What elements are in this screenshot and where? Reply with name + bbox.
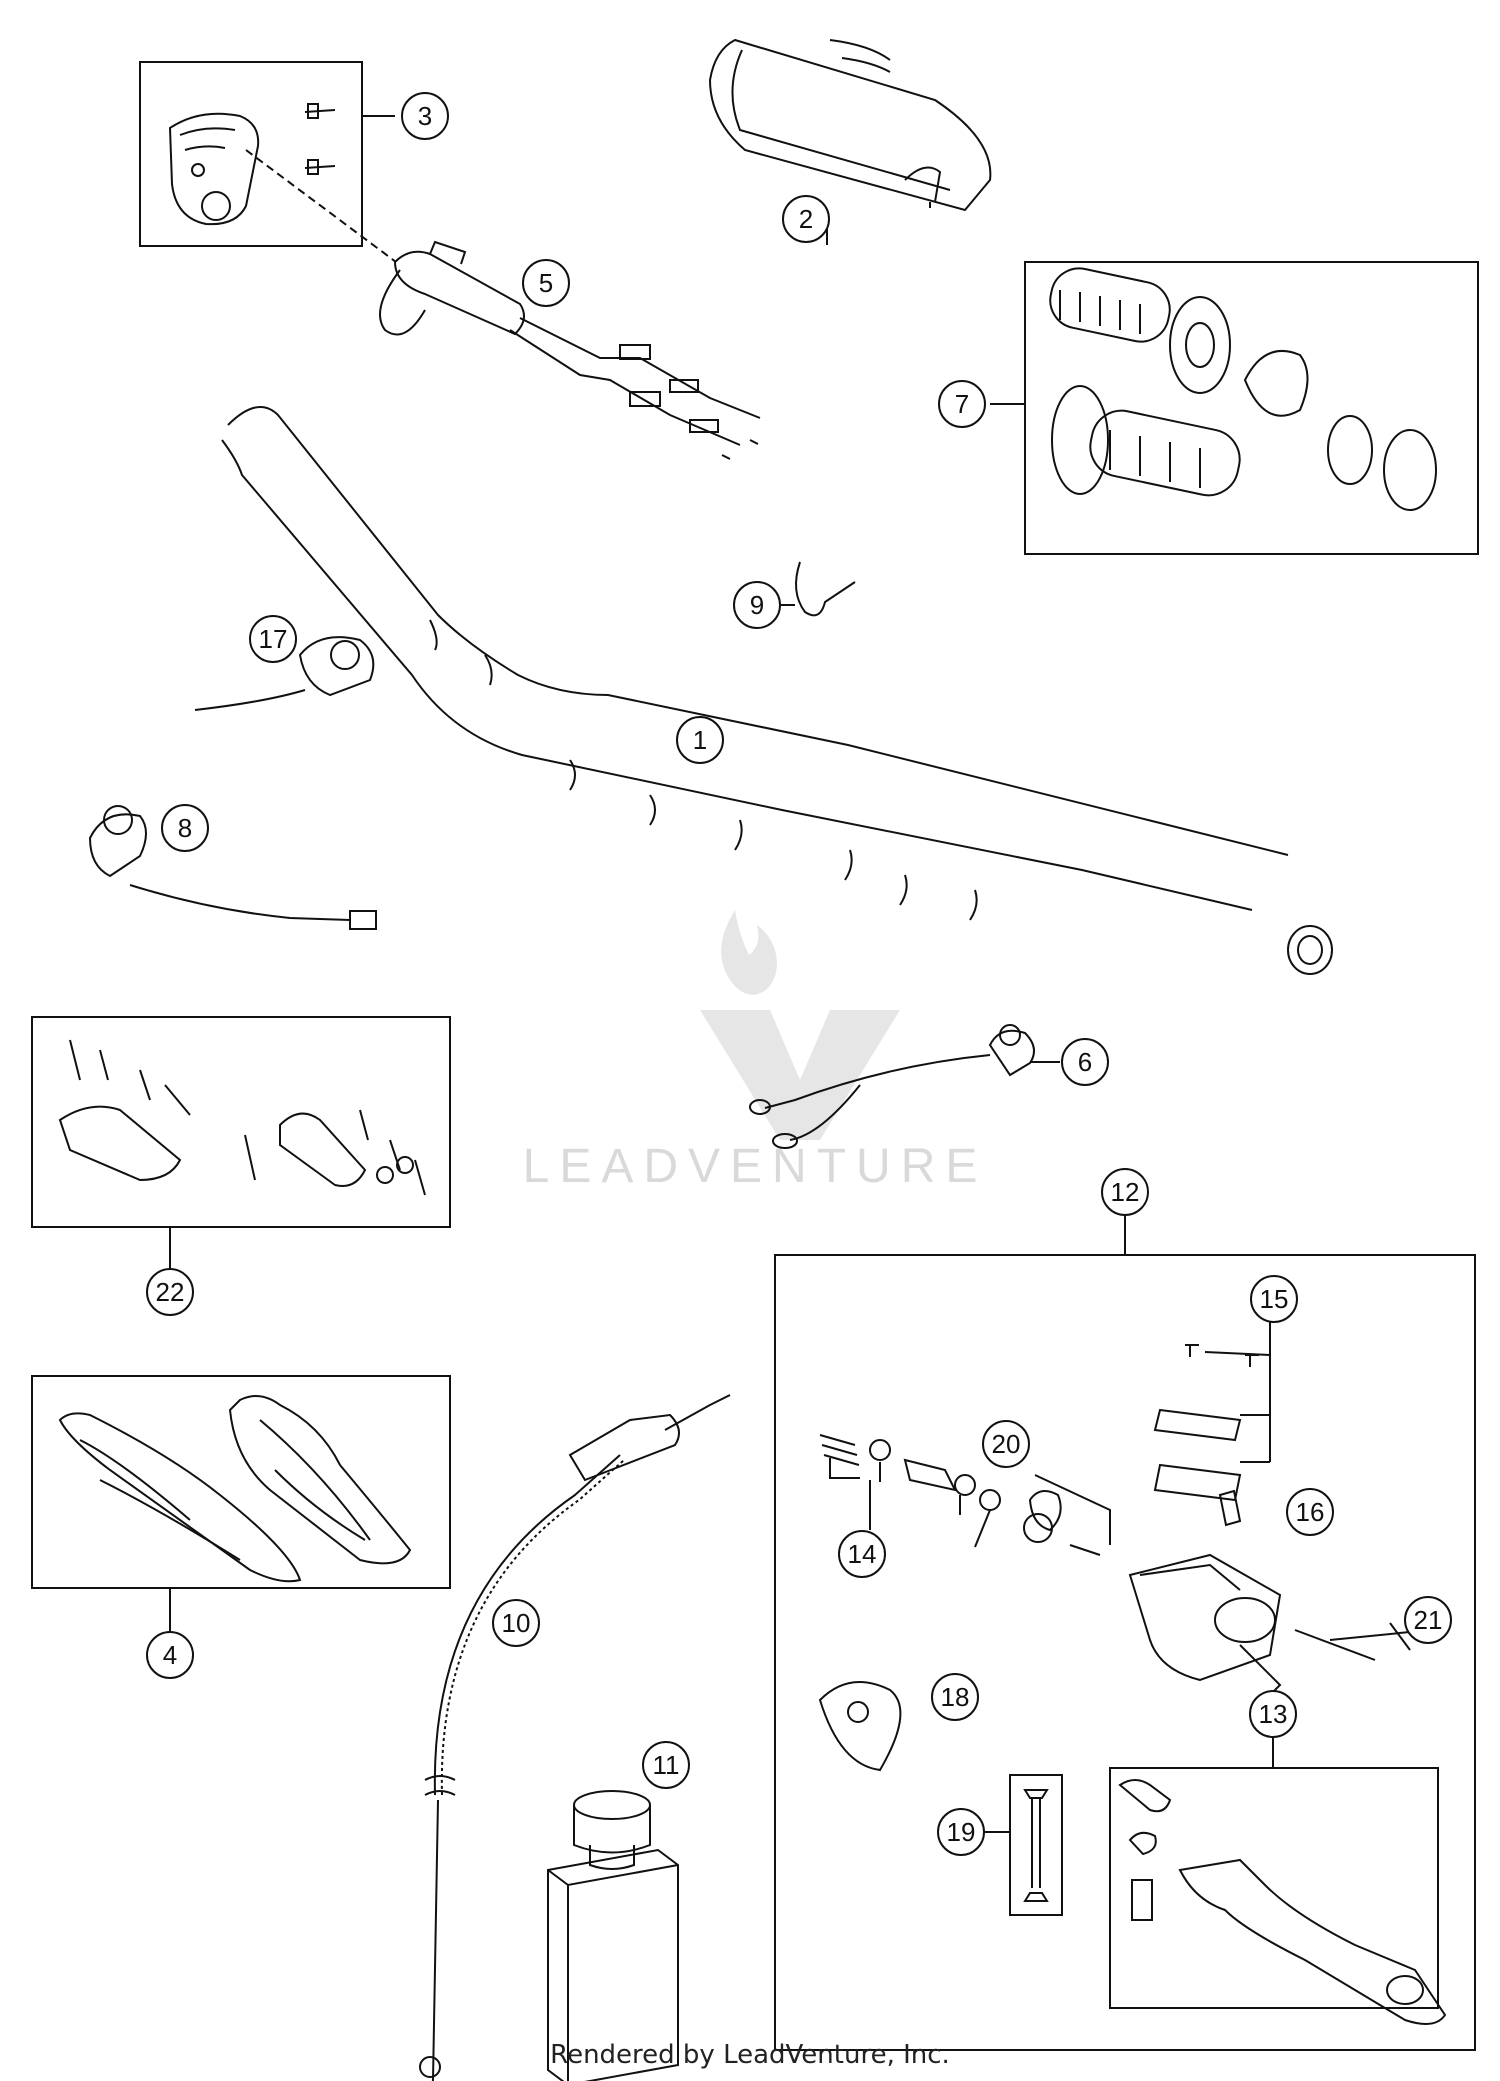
callout-circle: [522, 259, 570, 307]
grips-group: [990, 261, 1479, 555]
callout-circle: [146, 1268, 194, 1316]
footer-credit: Rendered by LeadVenture, Inc.: [550, 2040, 950, 2070]
callout-4: 4: [146, 1631, 194, 1679]
callout-circle: [1249, 1690, 1297, 1738]
callout-label: 20: [992, 1429, 1021, 1459]
callout-circle: [1404, 1596, 1452, 1644]
callout-label: 2: [799, 204, 813, 234]
callout-label: 4: [163, 1640, 177, 1670]
callout-19: 19: [937, 1808, 985, 1856]
throttle-housing-group: [139, 61, 397, 263]
callout-label: 1: [693, 725, 707, 755]
switch-8: [88, 805, 377, 930]
brake-line: [419, 1394, 731, 2081]
callout-7: 7: [938, 380, 986, 428]
brake-fluid-can: [547, 1790, 679, 2081]
callout-label: 10: [502, 1608, 531, 1638]
callout-11: 11: [642, 1741, 690, 1789]
callout-circle: [249, 615, 297, 663]
callout-circle: [146, 1631, 194, 1679]
handguard-mount-group: [31, 1016, 451, 1270]
callout-circle: [1286, 1488, 1334, 1536]
callout-circle: [782, 195, 830, 243]
callout-label: 8: [178, 813, 192, 843]
callout-circle: [1250, 1275, 1298, 1323]
callout-label: 11: [653, 1750, 680, 1780]
handlebar: [221, 406, 1333, 975]
callout-circle: [838, 1530, 886, 1578]
switch-6: [749, 1024, 1060, 1149]
callout-15: 15: [1250, 1275, 1298, 1323]
callout-label: 17: [259, 624, 288, 654]
callout-circle: [982, 1420, 1030, 1468]
callout-circle: [937, 1808, 985, 1856]
callout-14: 14: [838, 1530, 886, 1578]
callout-label: 7: [955, 389, 969, 419]
callout-label: 19: [947, 1817, 976, 1847]
callout-label: 22: [156, 1277, 185, 1307]
callout-circle: [1061, 1038, 1109, 1086]
callout-circle: [931, 1673, 979, 1721]
callout-label: 3: [418, 101, 432, 131]
callout-circle: [733, 581, 781, 629]
callout-label: 13: [1259, 1699, 1288, 1729]
callout-circle: [492, 1599, 540, 1647]
callout-13: 13: [1249, 1690, 1297, 1738]
callout-circle: [676, 716, 724, 764]
callout-1: 1: [676, 716, 724, 764]
callout-label: 12: [1111, 1177, 1140, 1207]
callout-label: 18: [941, 1682, 970, 1712]
callout-18: 18: [931, 1673, 979, 1721]
callout-circle: [642, 1741, 690, 1789]
callout-label: 5: [539, 268, 553, 298]
callout-2: 2: [782, 195, 830, 243]
callout-label: 15: [1260, 1284, 1289, 1314]
callout-circle: [1101, 1168, 1149, 1216]
callout-20: 20: [982, 1420, 1030, 1468]
callout-3: 3: [401, 92, 449, 140]
master-cylinder-group: [774, 1215, 1476, 2051]
cable-tie: [775, 561, 856, 617]
callout-6: 6: [1061, 1038, 1109, 1086]
callout-16: 16: [1286, 1488, 1334, 1536]
callout-9: 9: [733, 581, 781, 629]
callout-label: 6: [1078, 1047, 1092, 1077]
watermark-text: LEADVENTURE: [523, 1140, 988, 1193]
callout-17: 17: [249, 615, 297, 663]
callout-circle: [938, 380, 986, 428]
callout-10: 10: [492, 1599, 540, 1647]
handlebar-pad: [708, 38, 992, 212]
callout-circle: [161, 804, 209, 852]
callout-21: 21: [1404, 1596, 1452, 1644]
callout-8: 8: [161, 804, 209, 852]
leadventure-watermark: LEADVENTURE: [523, 910, 988, 1193]
throttle-cables: [379, 240, 761, 460]
callout-label: 9: [750, 590, 764, 620]
callout-22: 22: [146, 1268, 194, 1316]
handguards-group: [31, 1375, 451, 1632]
callout-circle: [401, 92, 449, 140]
callout-12: 12: [1101, 1168, 1149, 1216]
callout-label: 16: [1296, 1497, 1325, 1527]
callout-label: 21: [1414, 1605, 1443, 1635]
callout-label: 14: [848, 1539, 877, 1569]
switch-17: [194, 636, 375, 711]
callout-5: 5: [522, 259, 570, 307]
